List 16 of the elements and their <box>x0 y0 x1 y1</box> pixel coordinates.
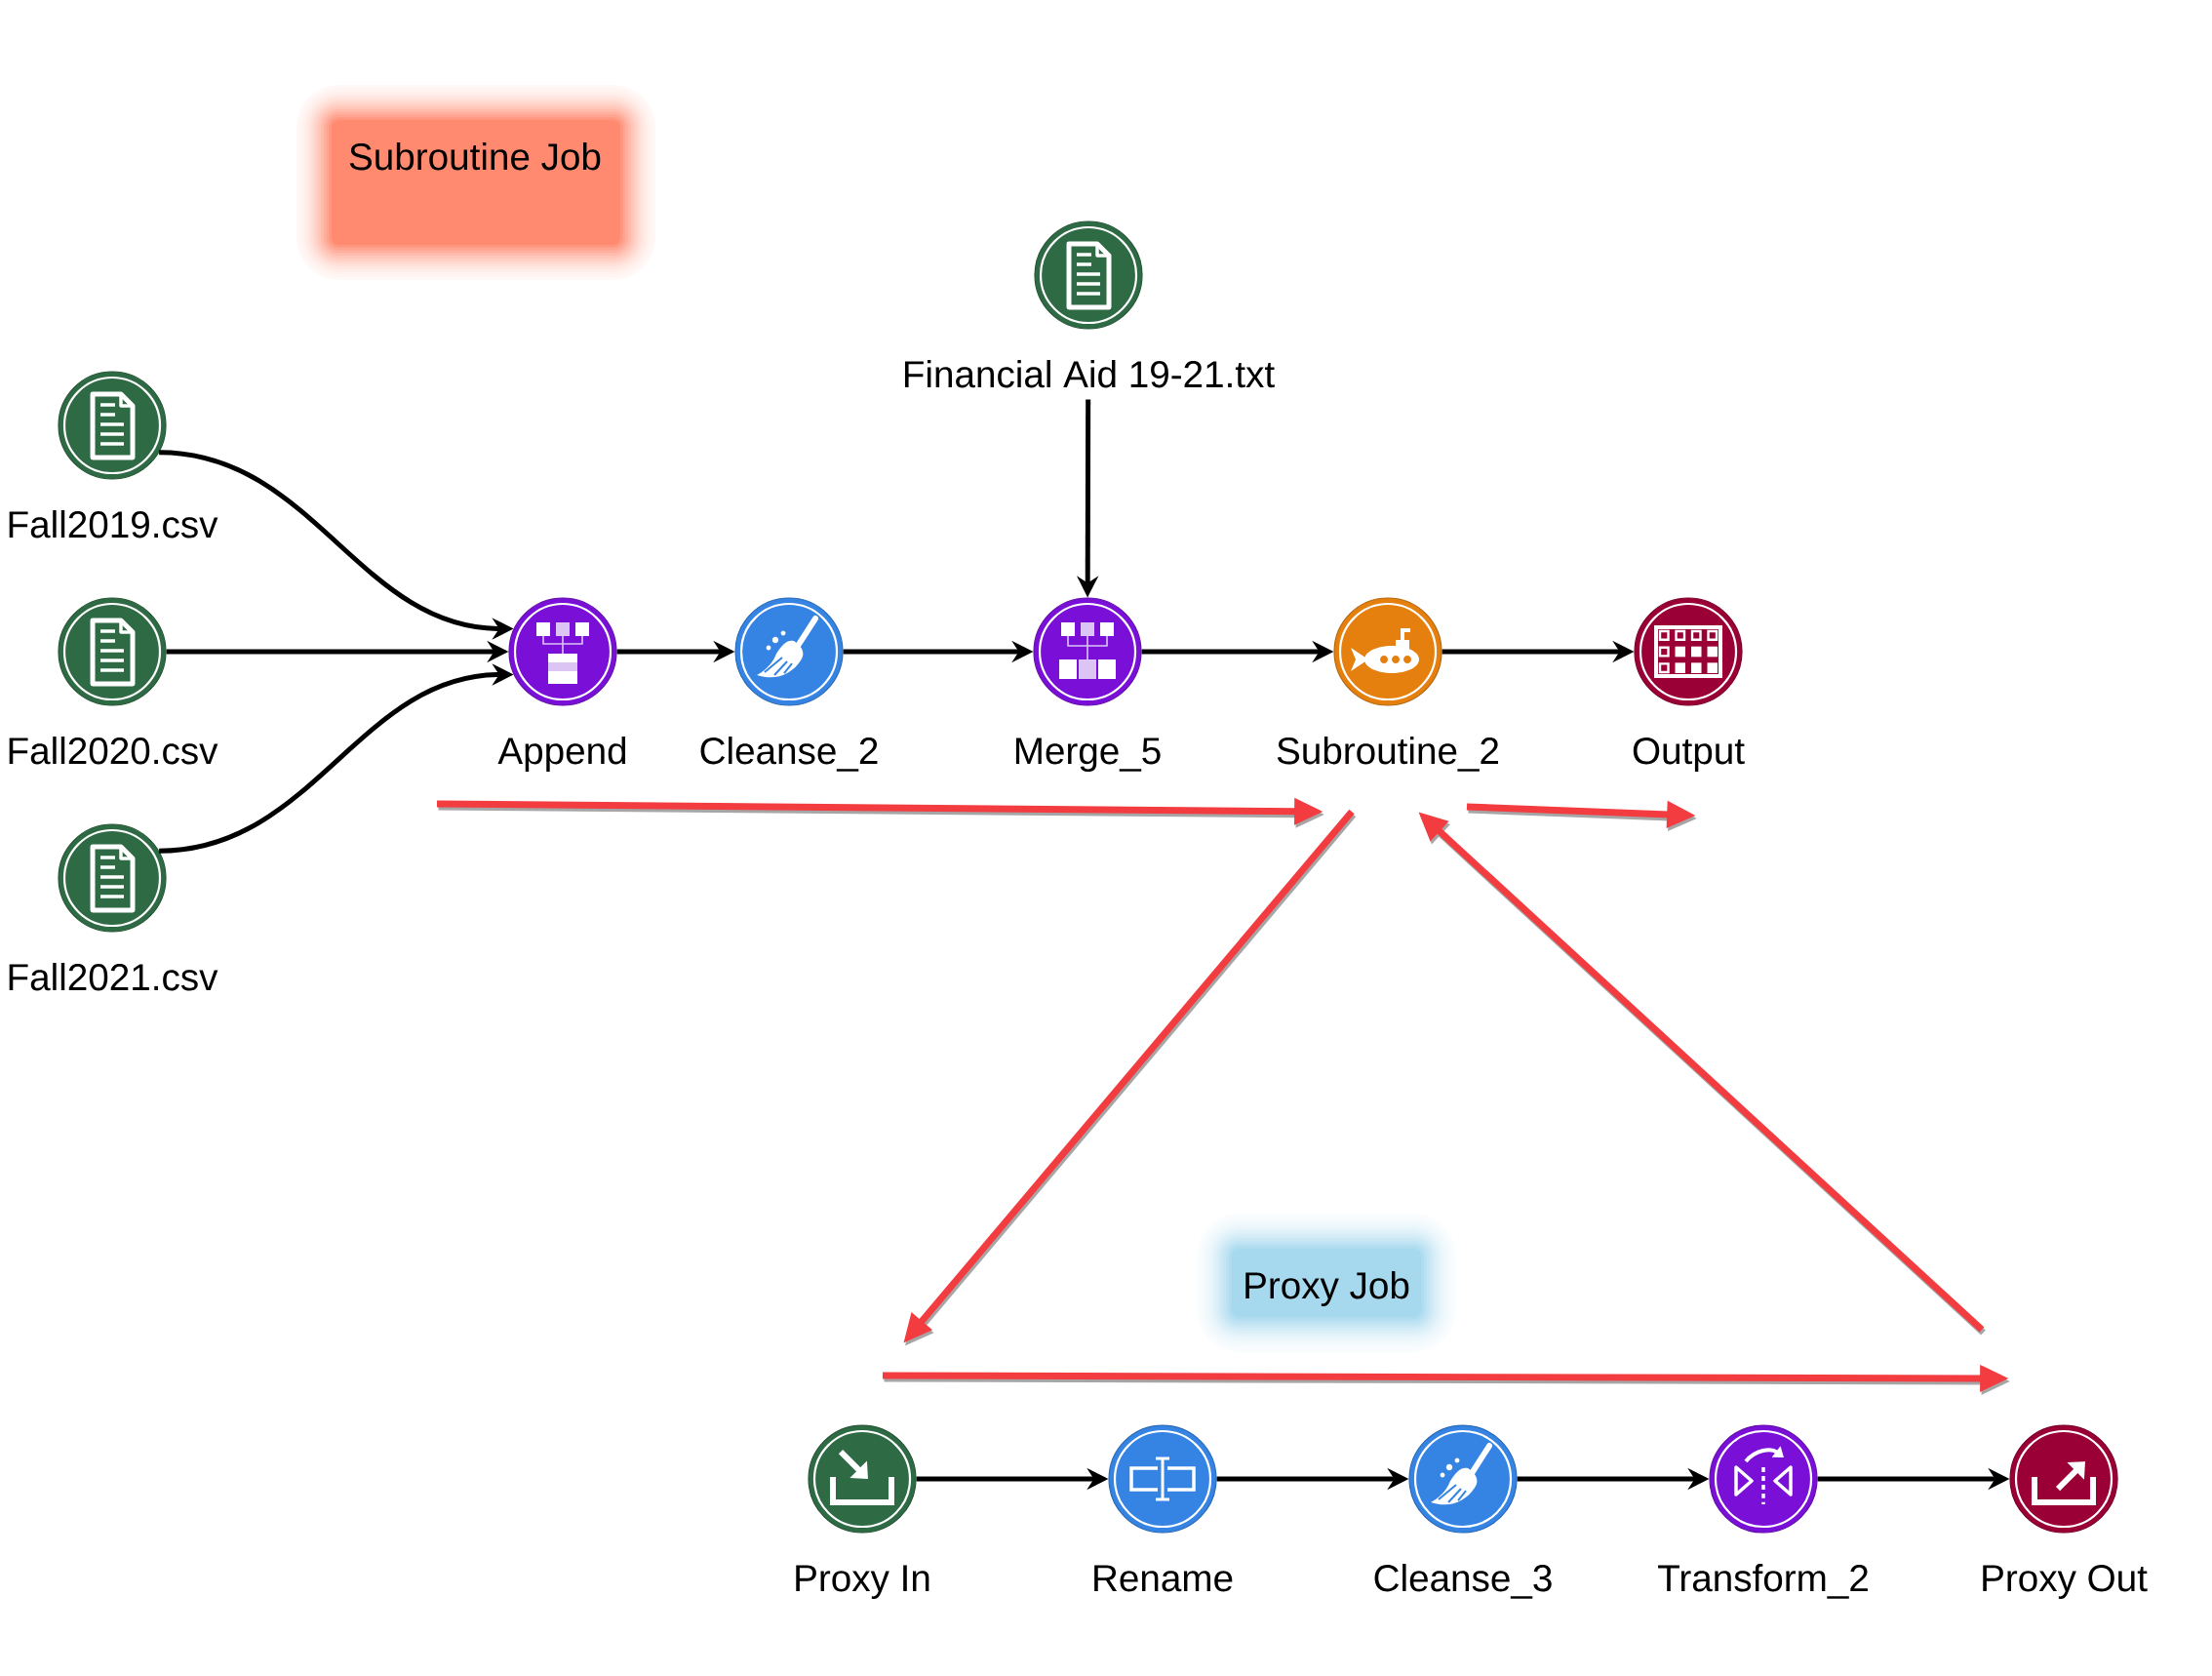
node-label: Fall2021.csv <box>9 963 218 991</box>
node-label: Cleanse_3 <box>1374 1564 1552 1599</box>
node-label: Append <box>497 737 626 773</box>
label-box: Proxy Job <box>1197 1214 1456 1352</box>
node-label: Cleanse_2 <box>700 737 878 772</box>
node-label: Rename <box>1094 1565 1233 1592</box>
node-label: Merge_5 <box>1015 738 1161 773</box>
label-box: Subroutine Job <box>296 85 655 280</box>
node-label: Fall2020.csv <box>9 737 218 765</box>
node-label: Fall2019.csv <box>9 510 218 539</box>
node-label: Output <box>1633 738 1745 773</box>
node-label: Transform_2 <box>1658 1564 1868 1599</box>
node-label: Subroutine_2 <box>1277 737 1498 772</box>
node-label: Financial Aid 19-21.txt <box>904 360 1275 388</box>
node-label: Proxy Out <box>1983 1565 2148 1600</box>
node-label: Proxy In <box>796 1565 929 1600</box>
